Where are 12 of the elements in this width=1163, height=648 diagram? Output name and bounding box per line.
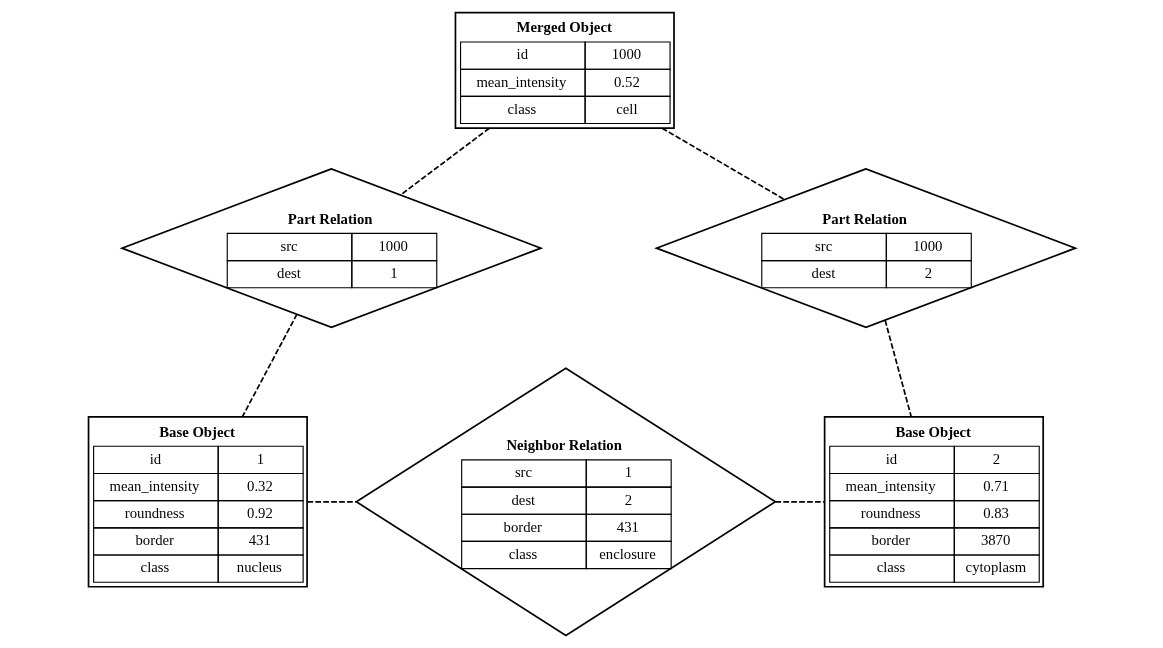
- node-diamond: Part Relation src 1000 dest 1: [119, 167, 543, 329]
- connector: [306, 500, 357, 503]
- connector: [774, 500, 825, 503]
- connector: [241, 313, 298, 418]
- node-box: Base Object id 1 mean_intensity 0.32 roundness 0.92 border 431 class nucleus: [87, 416, 308, 588]
- connector: [660, 127, 785, 201]
- node-diamond: Neighbor Relation src 1 dest 2 border 431 class enclosure: [354, 367, 777, 637]
- connector: [883, 319, 912, 418]
- node-box: Merged Object id 1000 mean_intensity 0.52 class cell: [454, 11, 675, 129]
- node-box: Base Object id 2 mean_intensity 0.71 roundness 0.83 border 3870 class cytoplasm: [823, 416, 1044, 588]
- connector: [399, 127, 490, 196]
- node-diamond: Part Relation src 1000 dest 2: [653, 167, 1078, 329]
